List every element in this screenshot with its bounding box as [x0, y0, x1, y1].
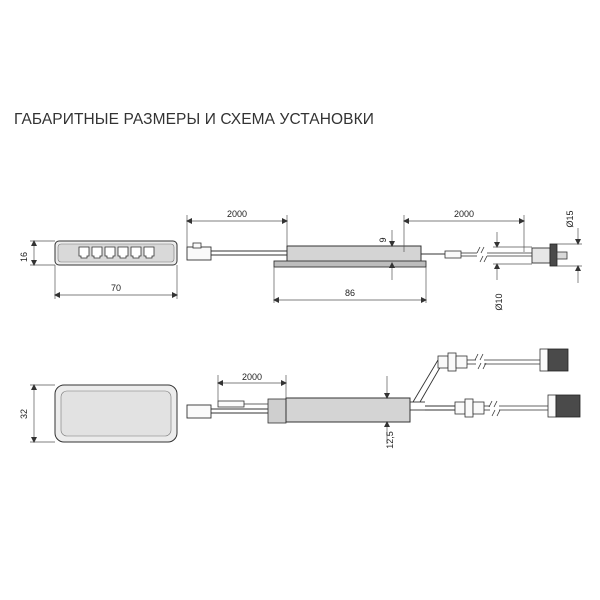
switch-hole-label: Ø10	[494, 293, 504, 310]
cover-offset-label: 12,5	[385, 431, 395, 449]
diagram-title: ГАБАРИТНЫЕ РАЗМЕРЫ И СХЕМА УСТАНОВКИ	[14, 111, 374, 128]
switch-height-dimension	[557, 228, 582, 283]
cover-width-label: 32	[19, 409, 29, 419]
installation-view	[186, 348, 581, 424]
switch-hole-dimension	[493, 232, 532, 280]
switch-height-label: Ø15	[565, 210, 575, 227]
cable-left-dimension	[186, 215, 288, 247]
cable-right-label: 2000	[454, 209, 474, 219]
cover-width-dimension	[30, 384, 55, 443]
hub-cover-view	[54, 384, 178, 443]
hub-height-label: 16	[19, 252, 29, 262]
driver-side-view	[186, 242, 477, 268]
cable-bottom-dimension	[217, 375, 287, 401]
cable-right-dimension	[403, 215, 525, 252]
hub-ports	[78, 246, 155, 259]
hub-height-dimension	[30, 240, 55, 266]
hub-length-dimension	[54, 265, 178, 299]
switch-side-view	[476, 243, 568, 267]
body-length-dimension	[273, 267, 427, 303]
cable-left-label: 2000	[227, 209, 247, 219]
hub-length-label: 70	[111, 283, 121, 293]
cable-bottom-label: 2000	[242, 372, 262, 382]
body-length-label: 86	[345, 288, 355, 298]
hub-front-view	[54, 240, 178, 266]
body-thickness-label: 9	[378, 237, 388, 242]
